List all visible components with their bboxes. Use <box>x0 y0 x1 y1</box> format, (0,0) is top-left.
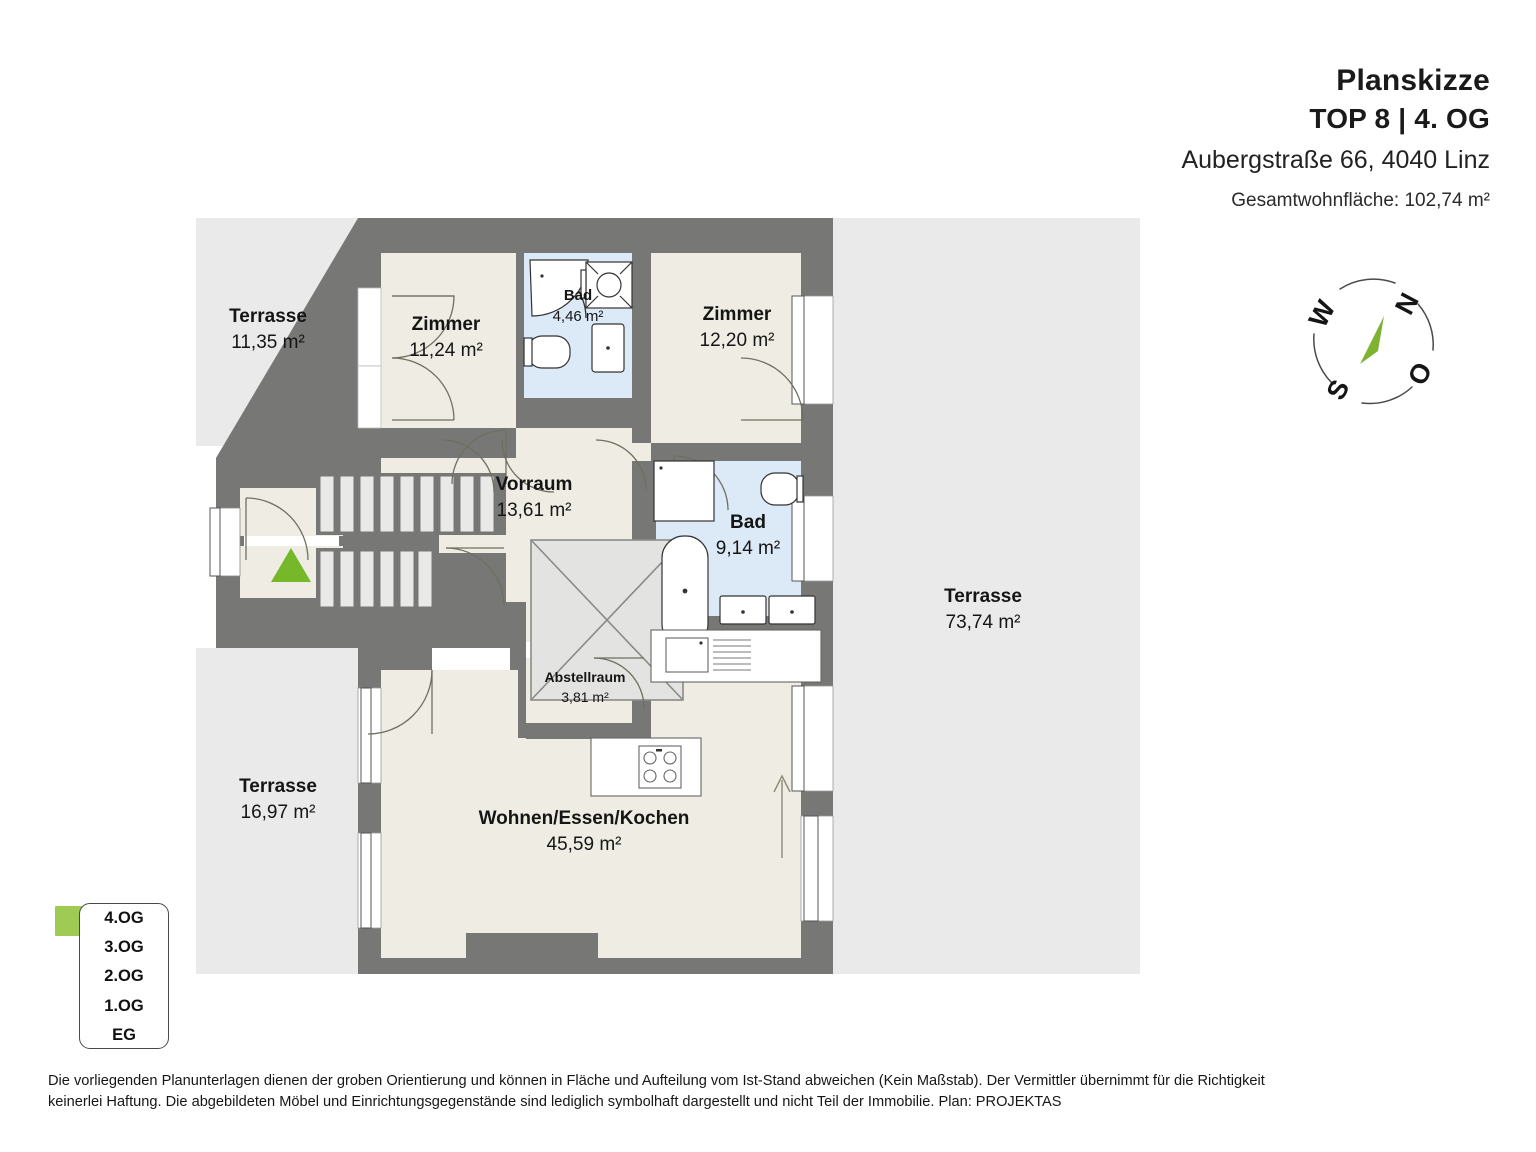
label-terrasse-sw-area: 16,97 m² <box>241 802 316 823</box>
kitchen-sink-icon <box>665 637 751 673</box>
total-area-label: Gesamtwohnfläche: 102,74 m² <box>1231 190 1490 212</box>
page-title: Planskizze <box>1336 64 1490 97</box>
disclaimer: Die vorliegenden Planunterlagen dienen d… <box>48 1071 1488 1112</box>
fixtures-bad-gross <box>653 460 816 647</box>
label-terrasse-sw-name: Terrasse <box>239 776 317 797</box>
floor-selector[interactable]: 4.OG 3.OG 2.OG 1.OG EG <box>79 903 169 1049</box>
terrace-ost-area <box>833 218 1140 974</box>
compass-needle <box>1360 316 1384 364</box>
zimmer-ne-fill <box>651 253 801 443</box>
entrance-marker-icon <box>271 548 311 582</box>
double-sink-icon <box>719 595 816 625</box>
floor-option-3og[interactable]: 3.OG <box>104 938 144 957</box>
label-bad-klein-area: 4,46 m² <box>553 308 604 325</box>
compass-west-label: W <box>1303 295 1342 332</box>
label-vorraum-area: 13,61 m² <box>497 500 572 521</box>
elevator-shaft <box>530 539 684 701</box>
label-terrasse-nw-area: 11,35 m² <box>231 332 305 353</box>
floor-option-1og[interactable]: 1.OG <box>104 996 144 1015</box>
label-bad-gross-name: Bad <box>730 512 766 533</box>
address-label: Aubergstraße 66, 4040 Linz <box>1181 145 1490 174</box>
window-bad-gross <box>800 495 834 582</box>
toilet-icon-large <box>760 472 804 506</box>
disclaimer-line-2: keinerlei Haftung. Die abgebildeten Möbe… <box>48 1093 1062 1110</box>
label-abstellraum-area: 3,81 m² <box>561 689 609 705</box>
floor-option-2og[interactable]: 2.OG <box>104 967 144 986</box>
compass-north-label: N <box>1389 288 1425 319</box>
floor-option-eg[interactable]: EG <box>112 1025 136 1044</box>
kitchen-fixtures <box>590 629 822 797</box>
floor-option-4og[interactable]: 4.OG <box>104 909 144 927</box>
fixtures-bad-klein <box>523 259 633 373</box>
stair-flight-lower <box>316 548 436 610</box>
door-nw-terrace <box>357 365 382 429</box>
direction-arrow-icon <box>773 774 791 858</box>
compass-south-label: S <box>1321 375 1356 405</box>
label-terrasse-ost-name: Terrasse <box>944 586 1022 607</box>
plan-header: Planskizze TOP 8 | 4. OG Aubergstraße 66… <box>1181 62 1490 216</box>
compass-east-label: O <box>1402 357 1438 390</box>
label-terrasse-ost-area: 73,74 m² <box>946 612 1021 633</box>
zimmer-nw-fill <box>381 253 516 428</box>
cabinet-icon <box>653 460 715 522</box>
toilet-icon <box>527 335 571 369</box>
label-abstellraum-name: Abstellraum <box>545 669 626 685</box>
label-zimmer-nw-area: 11,24 m² <box>409 340 483 361</box>
room-labels: Terrasse 11,35 m² Zimmer 11,24 m² Bad 4,… <box>229 287 1022 855</box>
door-stair-inner <box>244 536 339 546</box>
label-bad-klein-name: Bad <box>564 287 592 304</box>
floor-plan: Terrasse 11,35 m² Zimmer 11,24 m² Bad 4,… <box>196 218 1140 974</box>
washer-icon <box>580 261 633 309</box>
terrace-sw-area <box>196 648 358 974</box>
label-zimmer-nw-name: Zimmer <box>412 314 481 335</box>
openings <box>209 287 834 929</box>
stairs <box>316 473 506 610</box>
door-wohnen-east-1 <box>800 685 834 792</box>
cooktop-icon <box>638 745 682 789</box>
stair-flight-upper <box>316 473 506 535</box>
window-nw-zimmer <box>357 287 382 367</box>
unit-floor-label: TOP 8 | 4. OG <box>1309 103 1490 135</box>
label-wohnen-name: Wohnen/Essen/Kochen <box>479 808 690 829</box>
label-terrasse-nw-name: Terrasse <box>229 306 307 327</box>
disclaimer-line-1: Die vorliegenden Planunterlagen dienen d… <box>48 1073 1265 1089</box>
label-zimmer-ne-area: 12,20 m² <box>700 330 775 351</box>
label-vorraum-name: Vorraum <box>496 474 573 495</box>
sink-icon-small <box>591 323 625 373</box>
label-bad-gross-area: 9,14 m² <box>716 538 780 559</box>
label-zimmer-ne-name: Zimmer <box>703 304 772 325</box>
window-ne-zimmer <box>800 295 834 405</box>
compass-rose: W N S O <box>1300 268 1448 416</box>
door-swings <box>245 263 804 735</box>
door-vorraum-hall <box>432 648 510 670</box>
label-wohnen-area: 45,59 m² <box>547 834 622 855</box>
